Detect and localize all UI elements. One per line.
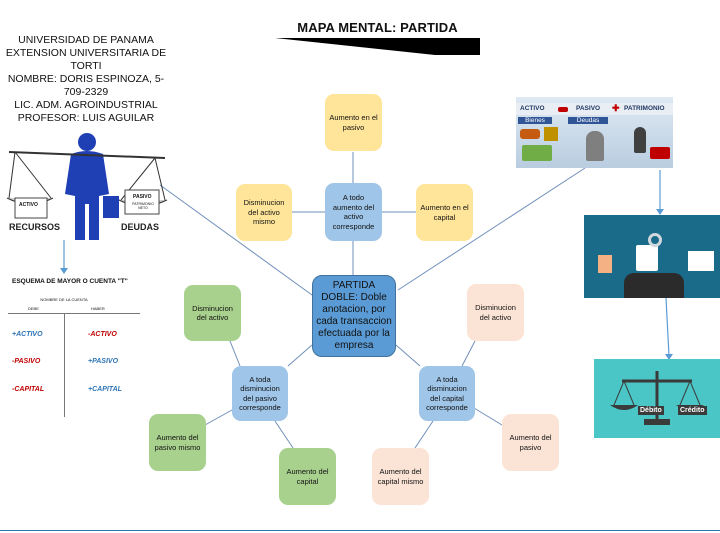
t-account-title: ESQUEMA DE MAYOR O CUENTA "T" [12, 278, 128, 285]
node-capital-disminucion-activo: Disminucion del activo [467, 284, 524, 341]
node-aumento-activo-hub: A todo aumento del activo corresponde [325, 183, 382, 241]
node-aumento-capital-mismo: Aumento del capital mismo [372, 448, 429, 505]
header-university: UNIVERSIDAD DE PANAMA [18, 34, 154, 46]
t-row3-left: -CAPITAL [12, 386, 45, 393]
node-disminucion-pasivo-hub: A toda disminucion del pasivo correspond… [232, 366, 288, 421]
scale-recursos-label: RECURSOS [9, 222, 61, 232]
header-career: LIC. ADM. AGROINDUSTRIAL [14, 99, 158, 111]
node-disminucion-activo-mismo: Disminucion del activo mismo [236, 184, 292, 241]
equation-patrimonio: PATRIMONIO [624, 105, 665, 112]
equation-activo: ACTIVO [520, 105, 545, 112]
equation-bar [516, 103, 673, 115]
node-aumento-pasivo-mismo: Aumento del pasivo mismo [149, 414, 206, 471]
header-professor: PROFESOR: LUIS AGUILAR [17, 112, 155, 124]
title-underline-wedge [275, 38, 480, 55]
t-account-schema: ESQUEMA DE MAYOR O CUENTA "T" NOMBRE DE … [8, 276, 143, 421]
equation-illustration: ACTIVO PASIVO ✚ PATRIMONIO Bienes Deudas [516, 97, 673, 168]
equation-pasivo: PASIVO [576, 105, 601, 112]
node-aumento-pasivo: Aumento en el pasivo [325, 94, 382, 151]
family-icon [634, 127, 646, 153]
page-title: MAPA MENTAL: PARTIDA DOBLE [297, 20, 458, 36]
node-capital-aumento-pasivo: Aumento del pasivo [502, 414, 559, 471]
house-icon [544, 127, 558, 141]
header-student-name: NOMBRE: DORIS ESPINOZA, 5-709-2329 [7, 73, 165, 98]
t-account-debe: DEBE [28, 306, 39, 311]
truck-icon [650, 147, 670, 159]
equation-bienes: Bienes [518, 117, 552, 124]
t-row1-left: +ACTIVO [12, 331, 43, 338]
t-account-name-row: NOMBRE DE LA CUENTA [40, 297, 88, 302]
hands-icon [624, 273, 684, 298]
scale-illustration: ACTIVO PASIVO PATRIMONIO NETO RECURSOS D… [5, 130, 170, 242]
money-icon [522, 145, 552, 161]
debit-credit-illustration: Débito Crédito [594, 359, 720, 438]
footer-rule [0, 530, 720, 531]
scale-deudas-label: DEUDAS [121, 222, 160, 232]
chart-icon [598, 255, 612, 273]
scale-left-pan-label: ACTIVO [19, 202, 38, 208]
node-aumento-capital: Aumento en el capital [416, 184, 473, 241]
equation-minus-icon [558, 107, 568, 112]
scale-right-pan-label: PASIVO [133, 194, 152, 200]
t-row1-right: -ACTIVO [88, 331, 117, 338]
gear-icon [648, 233, 662, 247]
t-row2-right: +PASIVO [88, 358, 119, 365]
header-extension: EXTENSION UNIVERSITARIA DE TORTI [5, 47, 167, 72]
equation-deudas: Deudas [568, 117, 608, 124]
t-account-vertical-line [64, 313, 65, 417]
credit-label: Crédito [678, 406, 707, 415]
bank-icon [688, 251, 714, 271]
t-row3-right: +CAPITAL [88, 386, 122, 393]
node-pasivo-disminucion-activo: Disminucion del activo [184, 285, 241, 341]
car-icon [520, 129, 540, 139]
t-account-haber: HABER [91, 306, 105, 311]
student-header: UNIVERSIDAD DE PANAMA EXTENSION UNIVERSI… [0, 34, 172, 125]
finance-illustration [584, 215, 720, 298]
debit-label: Débito [638, 406, 664, 415]
t-account-horizontal-line [8, 313, 140, 314]
scale-right-pan-sub: PATRIMONIO NETO [132, 202, 154, 210]
node-disminucion-capital-hub: A toda disminucion del capital correspon… [419, 366, 475, 421]
person-icon [586, 131, 604, 161]
t-row2-left: -PASIVO [12, 358, 41, 365]
equation-plus-icon: ✚ [612, 103, 620, 113]
node-pasivo-aumento-capital: Aumento del capital [279, 448, 336, 505]
calculator-icon [636, 245, 658, 271]
node-partida-doble: PARTIDA DOBLE: Doble anotacion, por cada… [312, 275, 396, 357]
